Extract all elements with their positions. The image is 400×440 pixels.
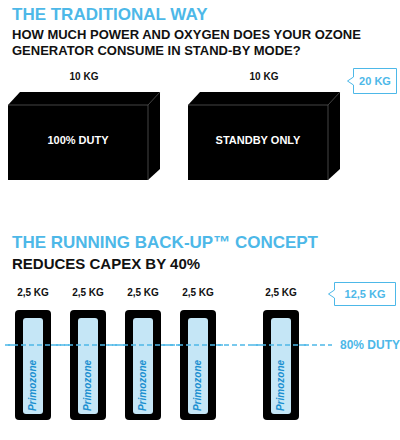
generator-box: 10 KG 100% DUTY bbox=[8, 70, 168, 185]
duty-line bbox=[115, 344, 171, 346]
weight-label: 2,5 KG bbox=[17, 287, 49, 298]
generator-unit: 2,5 KG Primozone bbox=[123, 285, 163, 422]
callout-outline bbox=[348, 69, 397, 94]
box-shape bbox=[188, 70, 348, 185]
box-edge bbox=[148, 105, 149, 180]
unit-panel bbox=[271, 318, 291, 414]
callout-text: 20 KG bbox=[359, 75, 391, 87]
weight-callout: 20 KG bbox=[347, 68, 397, 94]
weight-label: 2,5 KG bbox=[72, 287, 104, 298]
unit-body bbox=[180, 310, 216, 420]
weight-callout: 12,5 KG bbox=[328, 282, 396, 306]
unit-panel bbox=[188, 318, 208, 414]
unit-body bbox=[15, 310, 51, 420]
weight-label: 2,5 KG bbox=[265, 287, 297, 298]
box-edge bbox=[8, 92, 160, 105]
sub-heading: HOW MUCH POWER AND OXYGEN DOES YOUR OZON… bbox=[12, 27, 382, 59]
duty-line bbox=[5, 344, 61, 346]
generator-unit: 2,5 KG Primozone bbox=[13, 285, 53, 422]
callout-text: 12,5 KG bbox=[345, 288, 386, 300]
brand-text: Primozone bbox=[138, 359, 149, 410]
generator-box: 10 KG STANDBY ONLY bbox=[188, 70, 348, 185]
unit-body bbox=[125, 310, 161, 420]
box-shape bbox=[8, 70, 168, 185]
weight-label: 10 KG bbox=[70, 71, 99, 82]
weight-label: 2,5 KG bbox=[127, 287, 159, 298]
brand-text: Primozone bbox=[193, 359, 204, 410]
unit-body bbox=[263, 310, 299, 420]
brand-text: Primozone bbox=[276, 359, 287, 410]
unit-body bbox=[70, 310, 106, 420]
unit-panel bbox=[23, 318, 43, 414]
box-body bbox=[188, 92, 340, 180]
duty-line bbox=[60, 344, 116, 346]
callout-outline bbox=[329, 283, 396, 306]
generator-unit: 2,5 KG Primozone bbox=[261, 285, 301, 422]
duty-label: 80% DUTY bbox=[338, 338, 400, 352]
section-heading: THE RUNNING BACK-UP™ CONCEPT bbox=[12, 233, 318, 253]
brand-text: Primozone bbox=[83, 359, 94, 410]
unit-panel bbox=[133, 318, 153, 414]
box-edge bbox=[328, 105, 329, 180]
duty-line bbox=[170, 344, 226, 346]
weight-label: 2,5 KG bbox=[182, 287, 214, 298]
brand-text: Primozone bbox=[28, 359, 39, 410]
duty-line bbox=[253, 344, 309, 346]
unit-panel bbox=[78, 318, 98, 414]
generator-unit: 2,5 KG Primozone bbox=[178, 285, 218, 422]
weight-label: 10 KG bbox=[250, 71, 279, 82]
generator-unit: 2,5 KG Primozone bbox=[68, 285, 108, 422]
duty-text: 100% DUTY bbox=[47, 134, 108, 146]
sub-heading: REDUCES CAPEX BY 40% bbox=[12, 255, 200, 272]
box-body bbox=[8, 92, 160, 180]
section-heading: THE TRADITIONAL WAY bbox=[12, 5, 208, 25]
duty-text: STANDBY ONLY bbox=[216, 134, 301, 146]
box-edge bbox=[188, 92, 340, 105]
